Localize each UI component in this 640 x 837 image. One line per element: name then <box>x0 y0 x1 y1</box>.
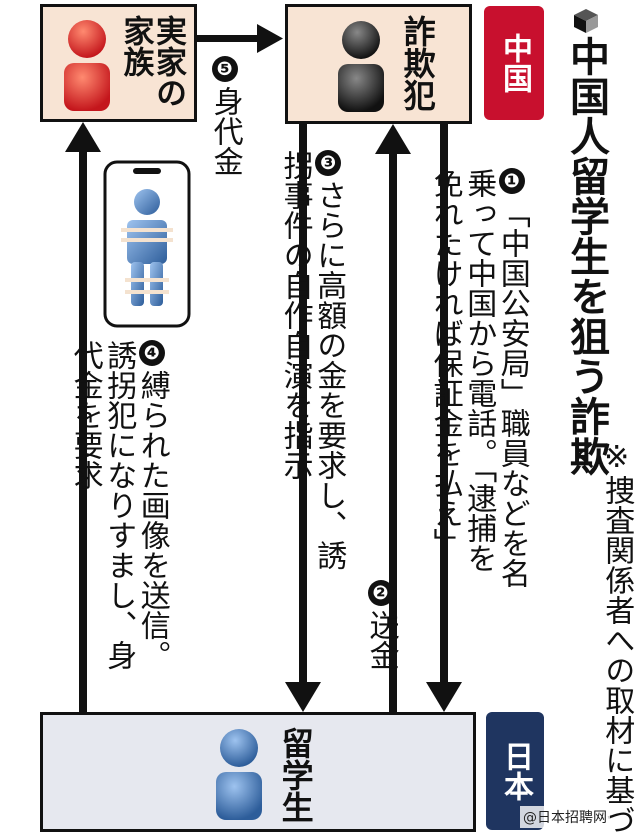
step-1-number: ❶ <box>498 168 525 194</box>
arrow-ransom-line <box>197 35 257 42</box>
student-person-icon <box>216 729 262 820</box>
arrow-send-line <box>389 152 397 712</box>
step-1-label: 「中国公安局」職員などを名乗って中国から電話。「逮捕を免れたければ保証金を払え」 <box>427 168 530 588</box>
step-3-text: ❸さらに高額の金を要求し、誘拐事件の自作自演を指示 <box>277 150 347 570</box>
arrow-ransom-head <box>257 24 283 53</box>
family-box: 実家の家族 <box>40 4 197 122</box>
source-note: ※捜査関係者への取材に基づく <box>565 440 635 835</box>
page-title: 中国人留学生を狙う詐欺 <box>563 36 609 476</box>
title-cube-icon <box>573 8 599 34</box>
family-label: 実家の家族 <box>117 15 186 108</box>
step-3-number: ❸ <box>315 150 342 176</box>
china-badge: 中国 <box>484 6 544 120</box>
step-2-label: 送金 <box>363 610 399 670</box>
step-5-label: 身代金 <box>207 86 243 176</box>
student-label: 留学生 <box>276 727 315 823</box>
step-2-number: ❷ <box>367 580 394 606</box>
phone-bound-person-icon <box>103 160 191 328</box>
step-2-text: ❷ 送金 <box>363 580 399 670</box>
fraudster-label: 詐欺犯 <box>398 15 437 111</box>
fraudster-person-icon <box>338 21 384 112</box>
arrow-family-line <box>79 150 87 712</box>
step-1-text: ❶「中国公安局」職員などを名乗って中国から電話。「逮捕を免れたければ保証金を払え… <box>427 168 530 598</box>
step-4-label: 縛られた画像を送信。誘拐犯になりすまし、身代金を要求 <box>67 340 170 670</box>
step-5-text: ❺ 身代金 <box>207 56 243 176</box>
step-4-number: ❹ <box>138 340 165 366</box>
arrow-family-head <box>65 122 101 152</box>
family-person-icon <box>64 20 110 111</box>
student-box: 留学生 <box>40 712 476 832</box>
watermark: @日本招聘网 <box>520 806 610 828</box>
arrow-send-head <box>375 124 411 154</box>
arrow-instruct-line <box>299 124 307 684</box>
arrow-call-line <box>440 124 448 684</box>
step-3-label: さらに高額の金を要求し、誘拐事件の自作自演を指示 <box>277 150 347 570</box>
fraudster-box: 詐欺犯 <box>285 4 472 124</box>
step-5-number: ❺ <box>211 56 238 82</box>
arrow-instruct-head <box>285 682 321 712</box>
arrow-call-head <box>426 682 462 712</box>
step-4-text: ❹縛られた画像を送信。誘拐犯になりすまし、身代金を要求 <box>67 340 170 670</box>
japan-badge: 日本 <box>486 712 544 830</box>
